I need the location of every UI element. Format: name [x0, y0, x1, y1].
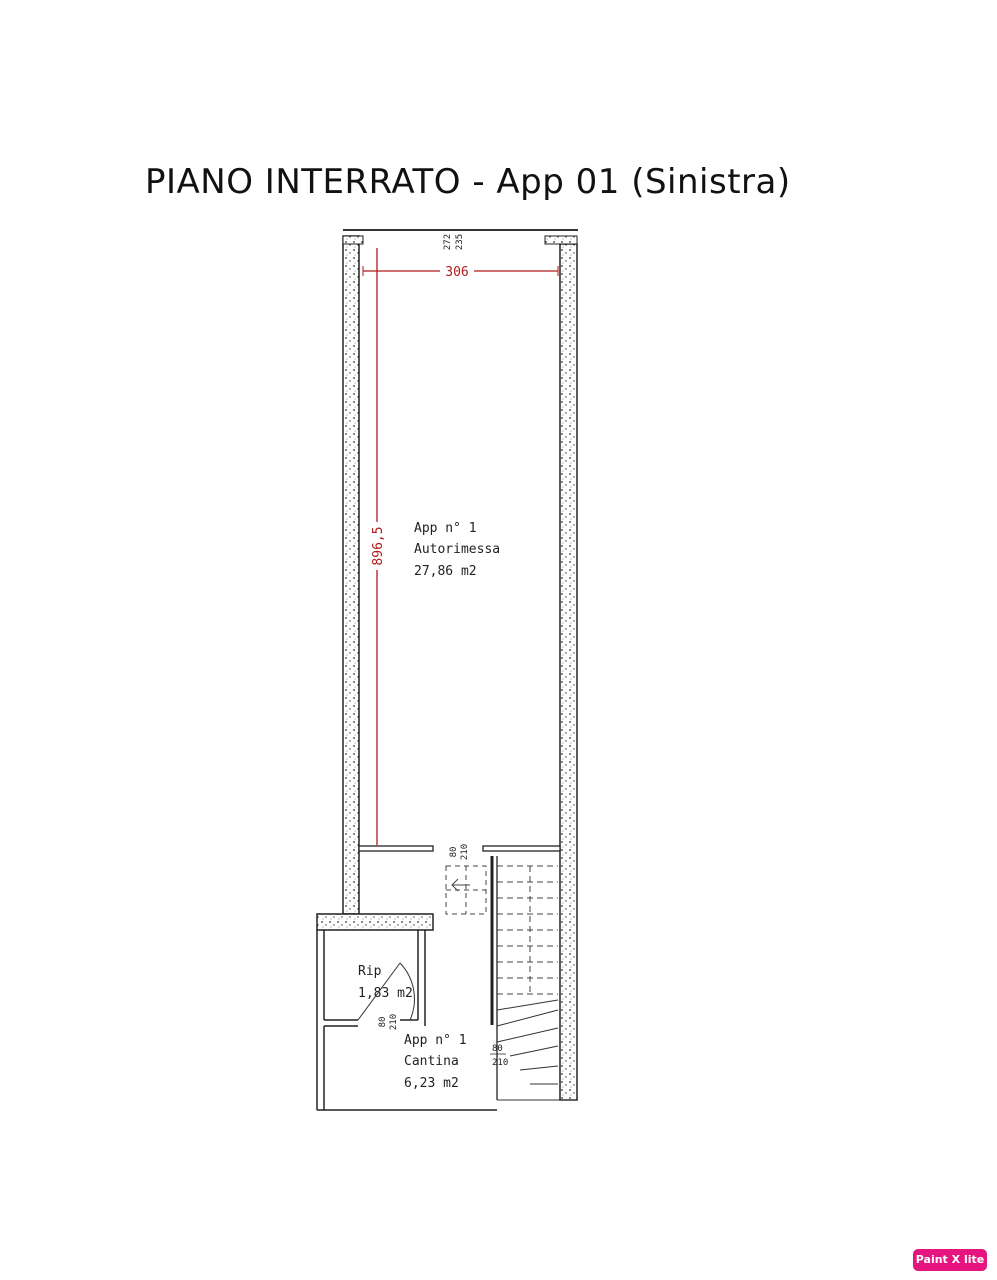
wall-left: [342, 235, 360, 915]
stair-landing-dashed: [445, 865, 487, 915]
room-rip-area: 1,83 m2: [358, 986, 413, 1001]
wall-top-left: [342, 235, 364, 245]
door-rip-height: 210: [389, 1014, 399, 1030]
room-cantina-line2: Cantina: [404, 1054, 459, 1069]
room-garage-line2: Autorimessa: [414, 542, 500, 557]
door-rip-width: 80: [378, 1017, 388, 1028]
partition-garage-bottom: [358, 845, 434, 852]
room-garage-area: 27,86 m2: [414, 564, 477, 579]
stair-arrow: [451, 878, 470, 892]
door-garage-width: 80: [449, 847, 459, 858]
room-rip-name: Rip: [358, 964, 382, 979]
dimension-length-label: 896,5: [371, 526, 386, 565]
staircase: [490, 856, 578, 1101]
dimension-top-a: 272: [443, 234, 453, 250]
room-cantina-line1: App n° 1: [404, 1033, 467, 1048]
partition-stairs-top: [482, 845, 561, 852]
room-cantina-area: 6,23 m2: [404, 1076, 459, 1091]
rip-room-walls: [316, 930, 497, 1111]
rip-door-swing: [357, 962, 415, 1021]
watermark-badge: Paint X lite: [913, 1249, 987, 1271]
dimension-label-bg: [440, 262, 474, 278]
door-cantina-height: 210: [492, 1058, 508, 1068]
door-cantina-width: 80: [492, 1044, 503, 1054]
wall-top-right: [544, 235, 578, 245]
dimension-top-b: 235: [455, 234, 465, 250]
dimension-width-label: 306: [445, 265, 468, 280]
page-title: PIANO INTERRATO - App 01 (Sinistra): [145, 162, 791, 202]
door-garage-height: 210: [460, 844, 470, 860]
wall-mid-horizontal: [316, 913, 434, 931]
room-garage-line1: App n° 1: [414, 521, 477, 536]
wall-right: [559, 243, 578, 1101]
dimension-label-bg: [370, 522, 384, 570]
